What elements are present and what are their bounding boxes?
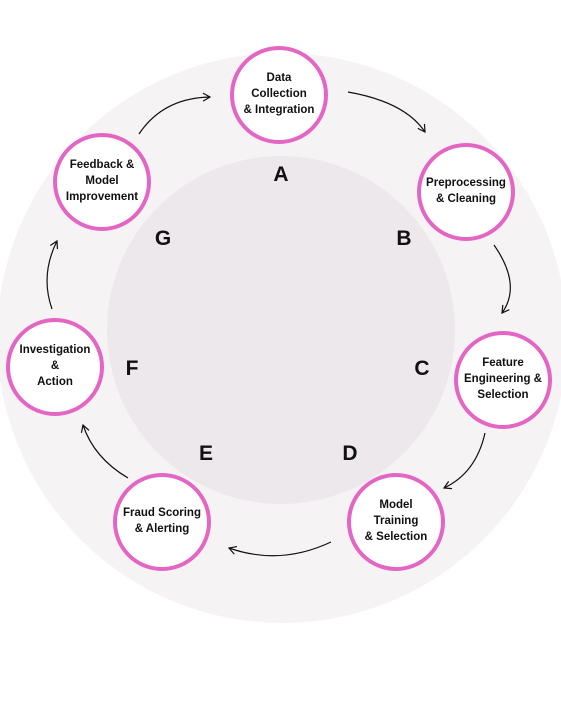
arrow-g-to-a xyxy=(138,92,212,135)
arrow-f-to-g xyxy=(46,239,59,310)
step-letter-f: F xyxy=(125,357,139,380)
step-letter-b: B xyxy=(396,227,412,250)
step-node-preprocessing: Preprocessing & Cleaning xyxy=(417,143,515,241)
arrow-a-to-b xyxy=(347,91,426,134)
step-label: Preprocessing & Cleaning xyxy=(426,177,506,205)
step-label: Fraud Scoring & Alerting xyxy=(123,507,201,535)
step-letter-a: A xyxy=(273,163,289,186)
step-letter-d: D xyxy=(342,442,358,465)
step-node-model-training: Model Training & Selection xyxy=(347,473,445,571)
step-label: Feature Engineering & Selection xyxy=(464,357,542,401)
step-node-fraud-scoring: Fraud Scoring & Alerting xyxy=(113,473,211,571)
step-letter-g: G xyxy=(154,227,172,250)
step-node-feedback: Feedback & Model Improvement xyxy=(53,133,151,231)
arrow-d-to-e xyxy=(227,541,332,557)
step-letter-e: E xyxy=(198,442,213,465)
step-node-investigation: Investigation & Action xyxy=(6,318,104,416)
step-label: Model Training & Selection xyxy=(364,499,428,543)
arrow-b-to-c xyxy=(493,244,511,314)
step-label: Investigation & Action xyxy=(19,344,91,388)
step-label: Data Collection & Integration xyxy=(243,72,315,116)
arrow-e-to-f xyxy=(80,423,129,479)
arrow-c-to-d xyxy=(442,432,486,490)
inner-circle-background xyxy=(107,156,455,504)
step-letter-c: C xyxy=(414,357,430,380)
step-node-data-collection: Data Collection & Integration xyxy=(230,46,328,144)
step-label: Feedback & Model Improvement xyxy=(65,159,139,203)
cycle-arrows xyxy=(46,91,511,557)
step-node-feature-engineering: Feature Engineering & Selection xyxy=(454,331,552,429)
